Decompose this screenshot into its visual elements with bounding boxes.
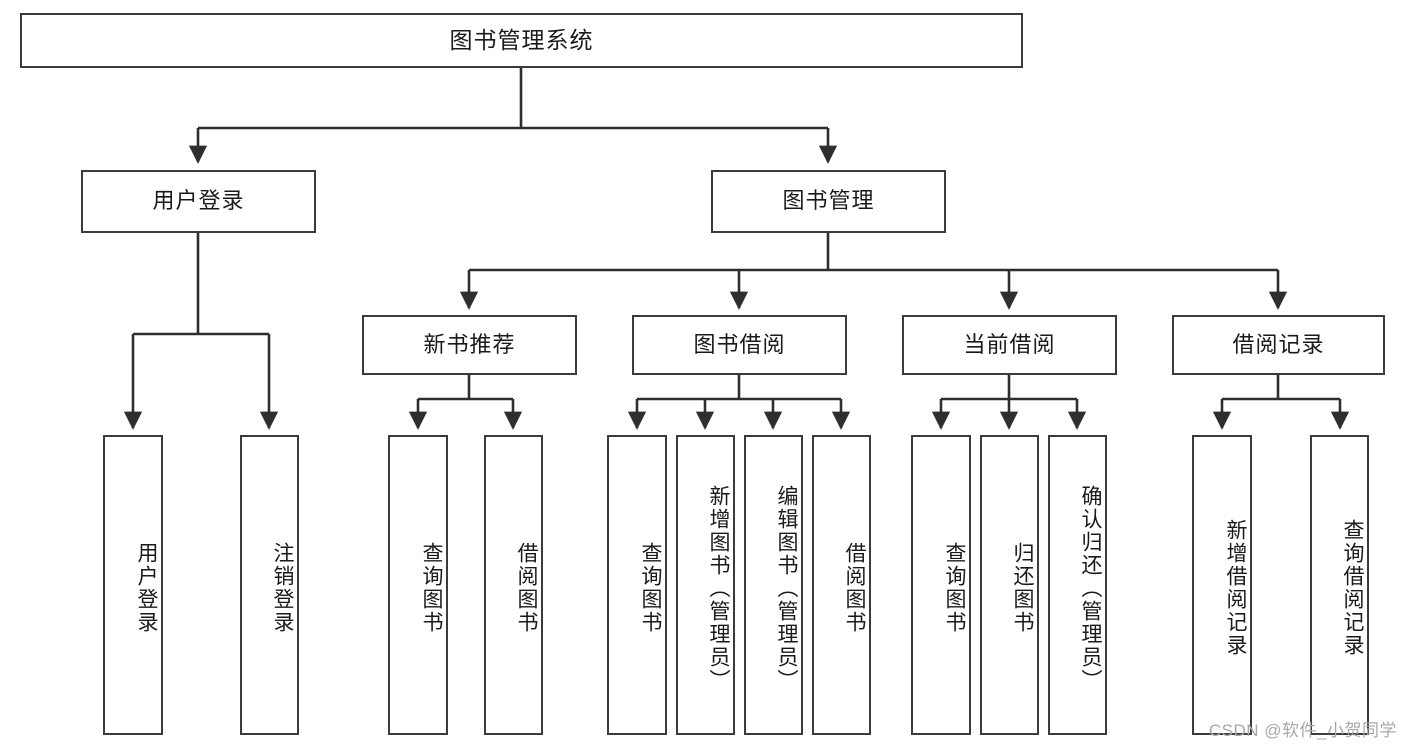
- leaf-query-borrow-record[interactable]: 查询借阅记录: [1310, 435, 1369, 735]
- node-label: 图书管理系统: [449, 26, 594, 53]
- leaf-borrow-book-recommend[interactable]: 借阅图书: [484, 435, 543, 735]
- node-label: 新书推荐: [423, 331, 516, 357]
- node-label: 查询图书: [420, 542, 443, 634]
- node-label: 图书借阅: [693, 331, 786, 357]
- leaf-return-book[interactable]: 归还图书: [980, 435, 1039, 735]
- node-book-management[interactable]: 图书管理: [711, 170, 946, 233]
- node-new-book-recommend[interactable]: 新书推荐: [362, 315, 577, 375]
- node-label: 用户登录: [135, 542, 158, 634]
- node-label: 查询借阅记录: [1341, 519, 1364, 657]
- node-label: 借阅图书: [843, 542, 866, 634]
- leaf-add-borrow-record[interactable]: 新增借阅记录: [1192, 435, 1252, 735]
- leaf-edit-book-admin[interactable]: 编辑图书（管理员）: [744, 435, 803, 735]
- node-label: 新增图书（管理员）: [707, 484, 730, 692]
- node-label: 图书管理: [782, 188, 875, 214]
- node-label: 查询图书: [639, 542, 662, 634]
- leaf-query-book-borrow[interactable]: 查询图书: [607, 435, 667, 735]
- node-label: 确认归还（管理员）: [1079, 484, 1102, 692]
- leaf-query-book-recommend[interactable]: 查询图书: [388, 435, 448, 735]
- node-label: 编辑图书（管理员）: [775, 484, 798, 692]
- node-label: 查询图书: [943, 542, 966, 634]
- node-label: 用户登录: [152, 188, 245, 214]
- csdn-watermark: CSDN @软件_小贺同学: [1208, 721, 1397, 740]
- leaf-borrow-book[interactable]: 借阅图书: [812, 435, 871, 735]
- node-borrow-record[interactable]: 借阅记录: [1172, 315, 1385, 375]
- node-current-borrow[interactable]: 当前借阅: [902, 315, 1117, 375]
- leaf-user-login[interactable]: 用户登录: [103, 435, 163, 735]
- leaf-add-book-admin[interactable]: 新增图书（管理员）: [676, 435, 735, 735]
- node-user-login[interactable]: 用户登录: [81, 170, 316, 233]
- node-label: 注销登录: [271, 542, 294, 634]
- node-label: 借阅图书: [515, 542, 538, 634]
- node-book-borrow[interactable]: 图书借阅: [632, 315, 847, 375]
- leaf-query-book-current[interactable]: 查询图书: [911, 435, 971, 735]
- leaf-confirm-return-admin[interactable]: 确认归还（管理员）: [1048, 435, 1107, 735]
- leaf-logout-login[interactable]: 注销登录: [240, 435, 299, 735]
- node-label: 借阅记录: [1232, 331, 1325, 357]
- node-label: 当前借阅: [963, 331, 1056, 357]
- node-label: 新增借阅记录: [1224, 519, 1247, 657]
- node-root-book-management-system[interactable]: 图书管理系统: [20, 13, 1023, 68]
- node-label: 归还图书: [1011, 542, 1034, 634]
